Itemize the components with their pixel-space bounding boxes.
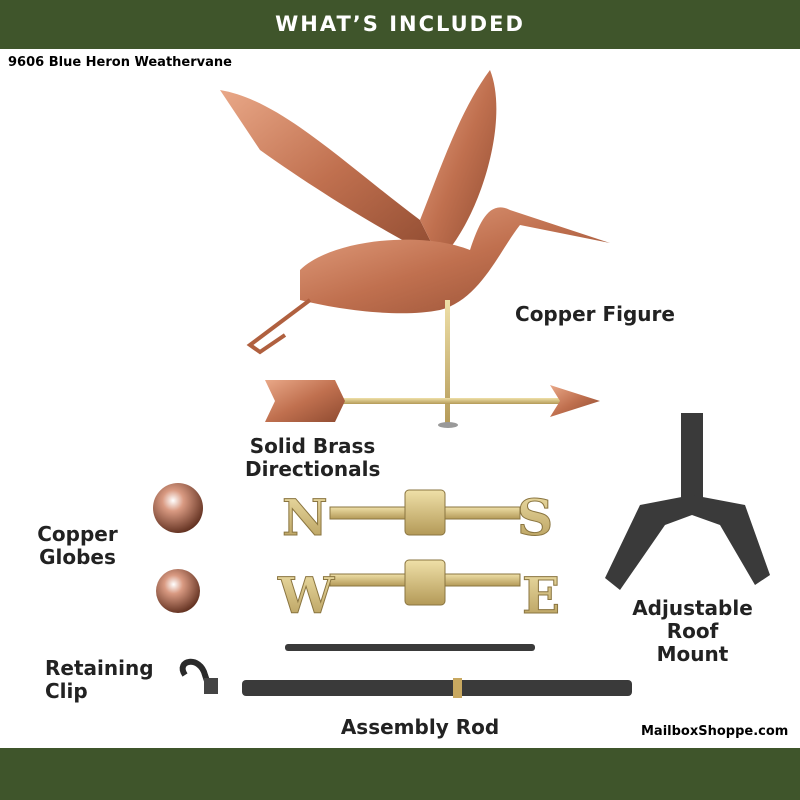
arrow-directional: [265, 380, 600, 422]
letter-s: S: [517, 488, 553, 547]
brass-directionals: [329, 489, 521, 606]
header-title: WHAT’S INCLUDED: [275, 12, 525, 36]
label-retaining-clip: Retaining Clip: [45, 656, 154, 703]
footer-banner: [0, 748, 800, 800]
label-assembly-rod: Assembly Rod: [340, 715, 500, 739]
letter-n: N: [282, 488, 328, 547]
letter-e: E: [522, 566, 560, 625]
copper-globes: [153, 483, 203, 613]
website-watermark: MailboxShoppe.com: [641, 724, 789, 739]
header-banner: WHAT’S INCLUDED: [0, 0, 800, 49]
letter-w: W: [277, 566, 335, 625]
heron-copper-figure: [220, 70, 610, 355]
assembly-rods: [242, 644, 632, 698]
label-copper-globes: Copper Globes: [37, 522, 118, 569]
retaining-clip: [179, 658, 218, 694]
label-roof-mount: Adjustable Roof Mount: [632, 596, 753, 666]
roof-mount: [605, 413, 770, 590]
label-brass-directionals: Solid Brass Directionals: [245, 434, 381, 481]
product-name: 9606 Blue Heron Weathervane: [8, 55, 232, 70]
label-copper-figure: Copper Figure: [515, 302, 675, 326]
